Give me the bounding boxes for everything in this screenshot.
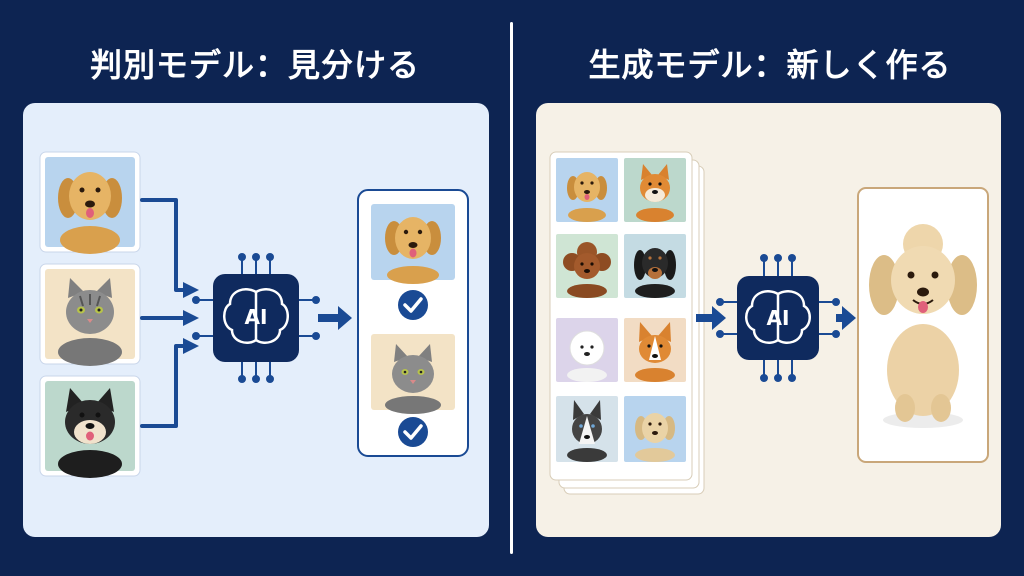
- training-image-stack: [549, 151, 705, 495]
- discriminative-output-arrow: [318, 306, 352, 330]
- shiba-inu-icon: [58, 388, 122, 478]
- labrador-icon: [635, 413, 675, 462]
- discriminative-ai-label: AI: [245, 305, 268, 329]
- golden-retriever-icon: [567, 172, 607, 222]
- discriminative-ai-chip: AI: [192, 253, 320, 383]
- input-arrows: [140, 198, 199, 428]
- dachshund-icon: [634, 248, 676, 298]
- generative-title: 生成モデル：新しく作る: [588, 46, 952, 84]
- goldendoodle-icon: [869, 224, 977, 428]
- brain-icon: [745, 290, 811, 344]
- input-card-shiba-inu: [39, 375, 141, 478]
- input-card-golden-retriever: [39, 151, 141, 254]
- input-card-tabby-cat: [39, 263, 141, 366]
- generated-image-frame: [857, 187, 989, 463]
- tabby-cat-icon: [58, 278, 122, 366]
- generative-output-arrow: [836, 306, 856, 330]
- shiba-inu-icon: [636, 164, 674, 222]
- brain-icon: [223, 288, 289, 344]
- check-icon: [398, 417, 428, 447]
- toy-poodle-icon: [563, 242, 611, 298]
- center-divider: [510, 22, 513, 554]
- generative-ai-label: AI: [767, 306, 790, 330]
- golden-retriever-icon: [385, 217, 441, 284]
- discriminative-title: 判別モデル：見分ける: [89, 46, 420, 84]
- golden-retriever-icon: [58, 172, 122, 254]
- generative-input-arrow: [696, 306, 726, 330]
- tabby-cat-icon: [385, 344, 441, 414]
- classification-output-box: [357, 189, 469, 457]
- generative-ai-chip: AI: [716, 254, 840, 382]
- husky-icon: [567, 400, 607, 462]
- bichon-icon: [567, 330, 607, 382]
- check-icon: [398, 290, 428, 320]
- corgi-icon: [635, 322, 675, 382]
